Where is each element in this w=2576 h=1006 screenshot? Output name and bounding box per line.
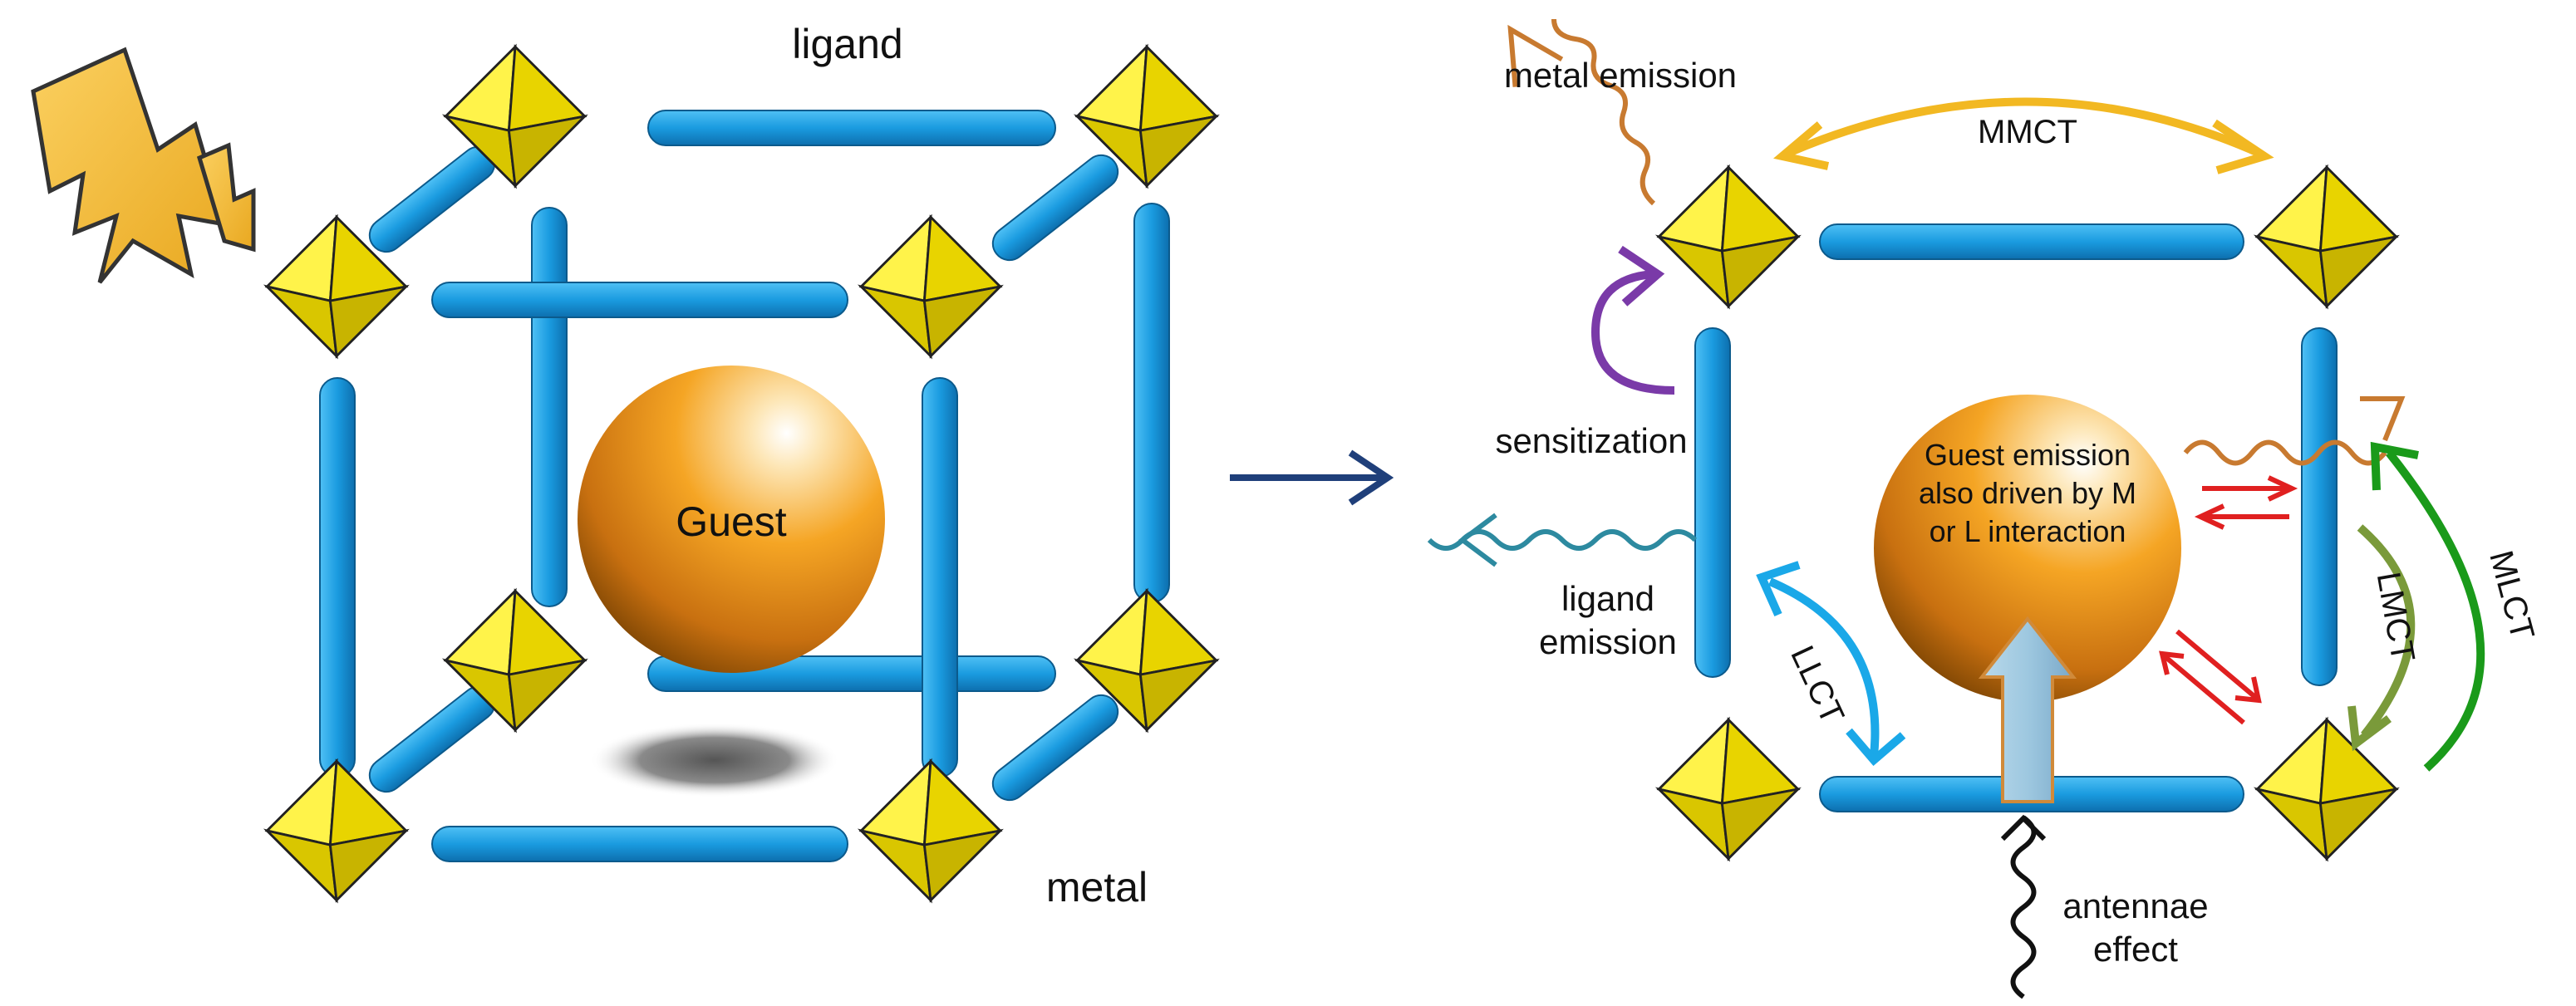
llct-label: LLCT xyxy=(1783,640,1851,729)
guest-emission-line-2: also driven by M xyxy=(1919,476,2136,510)
ligand-emission-arrowhead xyxy=(1458,513,1497,567)
antennae-label-1: antennae xyxy=(2062,886,2208,925)
guest-sphere-right xyxy=(1874,395,2181,702)
mmct-label: MMCT xyxy=(1978,114,2077,150)
mlct-arrowhead xyxy=(2370,441,2419,491)
ligand-tubes-front xyxy=(319,282,958,862)
metal-node xyxy=(859,759,1002,902)
antennae-arrowhead xyxy=(2000,814,2047,842)
metal-node xyxy=(2255,718,2398,861)
guest-sphere xyxy=(578,366,885,673)
metal-label: metal xyxy=(1046,864,1148,910)
process-arrow-head xyxy=(1348,449,1394,506)
lmct-arrowhead xyxy=(2347,705,2392,752)
guest-shadow xyxy=(590,723,839,797)
ligand-label: ligand xyxy=(792,21,902,67)
ligand-guest-interaction-arrows xyxy=(2194,475,2298,530)
llct-arrowhead-top xyxy=(1756,561,1801,617)
metal-emission-label: metal emission xyxy=(1504,56,1737,95)
metal-node xyxy=(859,215,1002,358)
metal-emission-wave xyxy=(1551,18,1656,206)
mmct-arrowhead-left xyxy=(1773,121,1830,170)
llct-arrow xyxy=(1768,577,1880,757)
guest-emission-arrowhead xyxy=(2360,396,2406,442)
lmct-label: LMCT xyxy=(2370,569,2421,665)
antennae-label-2: effect xyxy=(2093,930,2178,969)
metal-emission-arrowhead xyxy=(1507,24,1564,87)
sensitization-arrow xyxy=(1590,270,1675,395)
metal-node xyxy=(1657,165,1800,308)
sensitization-arrowhead xyxy=(1618,245,1665,307)
metal-node xyxy=(1657,718,1800,861)
sensitization-label: sensitization xyxy=(1495,421,1687,460)
mlct-label: MLCT xyxy=(2482,547,2541,644)
guest-emission-wave xyxy=(2183,439,2387,466)
ligand-emission-label-1: ligand xyxy=(1561,579,1654,618)
metal-node xyxy=(2255,165,2398,308)
guest-label: Guest xyxy=(676,498,787,545)
guest-emission-line-1: Guest emission xyxy=(1925,438,2131,472)
mmct-arrow xyxy=(1785,97,2263,158)
lmct-arrow xyxy=(2357,524,2416,739)
llct-arrowhead-bottom xyxy=(1846,728,1906,767)
ligand-emission-label-2: emission xyxy=(1539,622,1677,661)
mmct-arrowhead-right xyxy=(2212,119,2274,174)
antenna-energy-arrow xyxy=(1978,616,2077,803)
metal-guest-interaction-arrows xyxy=(2159,629,2262,725)
mlct-arrow xyxy=(2386,449,2485,772)
antennae-wave xyxy=(2010,815,2037,999)
guest-emission-line-3: or L interaction xyxy=(1930,514,2126,548)
light-excitation-icon xyxy=(31,47,256,284)
